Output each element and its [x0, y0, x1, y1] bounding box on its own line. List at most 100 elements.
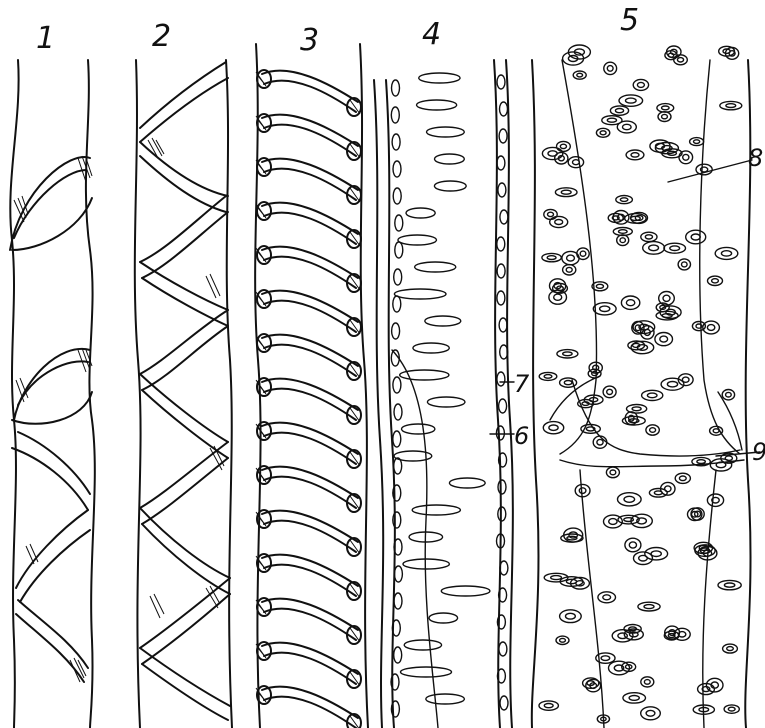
pore — [568, 157, 583, 168]
pit — [392, 134, 400, 150]
pore — [542, 147, 562, 159]
vessel-2-number: 2 — [152, 19, 171, 54]
scalariform-bar — [256, 642, 361, 688]
pore — [664, 243, 686, 253]
vessel-4-number: 4 — [422, 17, 441, 52]
pit — [394, 566, 402, 582]
pit — [427, 397, 465, 407]
pore — [557, 141, 571, 151]
callout-7-label: 7 — [514, 370, 530, 398]
pit — [500, 102, 508, 116]
pit — [392, 323, 400, 339]
pore — [708, 276, 723, 285]
pit — [393, 431, 401, 447]
pore — [633, 79, 648, 90]
scalariform-bar — [256, 334, 361, 380]
vessel-5-porous — [532, 45, 751, 728]
pit — [395, 215, 403, 231]
pore — [722, 390, 734, 400]
scalariform-bar — [256, 70, 361, 116]
pore — [560, 610, 582, 623]
pit — [497, 291, 505, 305]
callout-9-label: 9 — [752, 438, 765, 466]
pit — [429, 613, 458, 623]
pore — [593, 436, 607, 448]
pit — [394, 404, 402, 420]
pore — [542, 253, 561, 261]
pore — [641, 707, 661, 720]
vessel-4-pitted — [374, 60, 513, 728]
pore — [610, 106, 628, 115]
pore — [593, 303, 616, 315]
pit — [499, 399, 507, 413]
pore — [646, 425, 659, 435]
scalariform-bar — [256, 510, 361, 556]
pore — [598, 592, 616, 603]
pore — [539, 372, 557, 380]
pore — [557, 350, 578, 358]
pit — [441, 586, 490, 596]
pit — [400, 370, 449, 380]
pit — [393, 161, 401, 177]
pore — [617, 121, 636, 133]
pore — [678, 259, 690, 270]
pit — [435, 154, 465, 164]
pore — [655, 333, 673, 346]
pit — [403, 559, 449, 569]
pore — [560, 378, 577, 387]
pore — [724, 705, 739, 713]
pit — [499, 129, 507, 143]
pore — [573, 71, 586, 79]
pit — [391, 107, 399, 123]
pit — [449, 478, 485, 488]
pore — [616, 196, 633, 204]
pit — [413, 343, 449, 353]
scalariform-bar — [256, 246, 361, 292]
callout-8-label: 8 — [748, 144, 763, 172]
pore — [710, 426, 723, 435]
pit — [497, 75, 505, 89]
pore — [626, 150, 644, 160]
scalariform-bar — [256, 422, 361, 468]
pore — [539, 701, 558, 710]
pit — [417, 100, 457, 110]
pore — [720, 101, 742, 109]
pore — [707, 494, 723, 506]
pit — [393, 296, 401, 312]
pit — [419, 73, 460, 83]
pore — [619, 95, 643, 106]
pore — [686, 230, 706, 244]
pore — [690, 138, 704, 146]
pore — [641, 232, 657, 241]
scalariform-bar — [256, 378, 361, 424]
pore — [606, 467, 619, 478]
pit — [498, 480, 506, 494]
pit — [499, 642, 507, 656]
pore — [555, 152, 568, 164]
pore — [718, 580, 741, 589]
pore — [657, 104, 674, 113]
pit — [401, 667, 452, 677]
pit — [393, 188, 401, 204]
pore — [621, 296, 639, 309]
pore — [674, 55, 688, 65]
pore — [655, 143, 678, 154]
pore — [543, 422, 563, 434]
pore — [643, 242, 665, 255]
pore — [604, 62, 617, 74]
pit — [426, 694, 465, 704]
pore — [603, 386, 616, 398]
pit — [425, 316, 461, 326]
pore — [638, 602, 660, 611]
pore — [562, 251, 579, 264]
vessel-3-number: 3 — [300, 23, 319, 58]
pore — [556, 636, 569, 644]
pit — [497, 156, 505, 170]
pit — [427, 127, 465, 137]
pore — [625, 538, 641, 552]
pore — [623, 693, 646, 703]
pit — [500, 696, 508, 710]
pit — [395, 242, 403, 258]
pit — [497, 264, 505, 278]
pit — [402, 424, 435, 434]
